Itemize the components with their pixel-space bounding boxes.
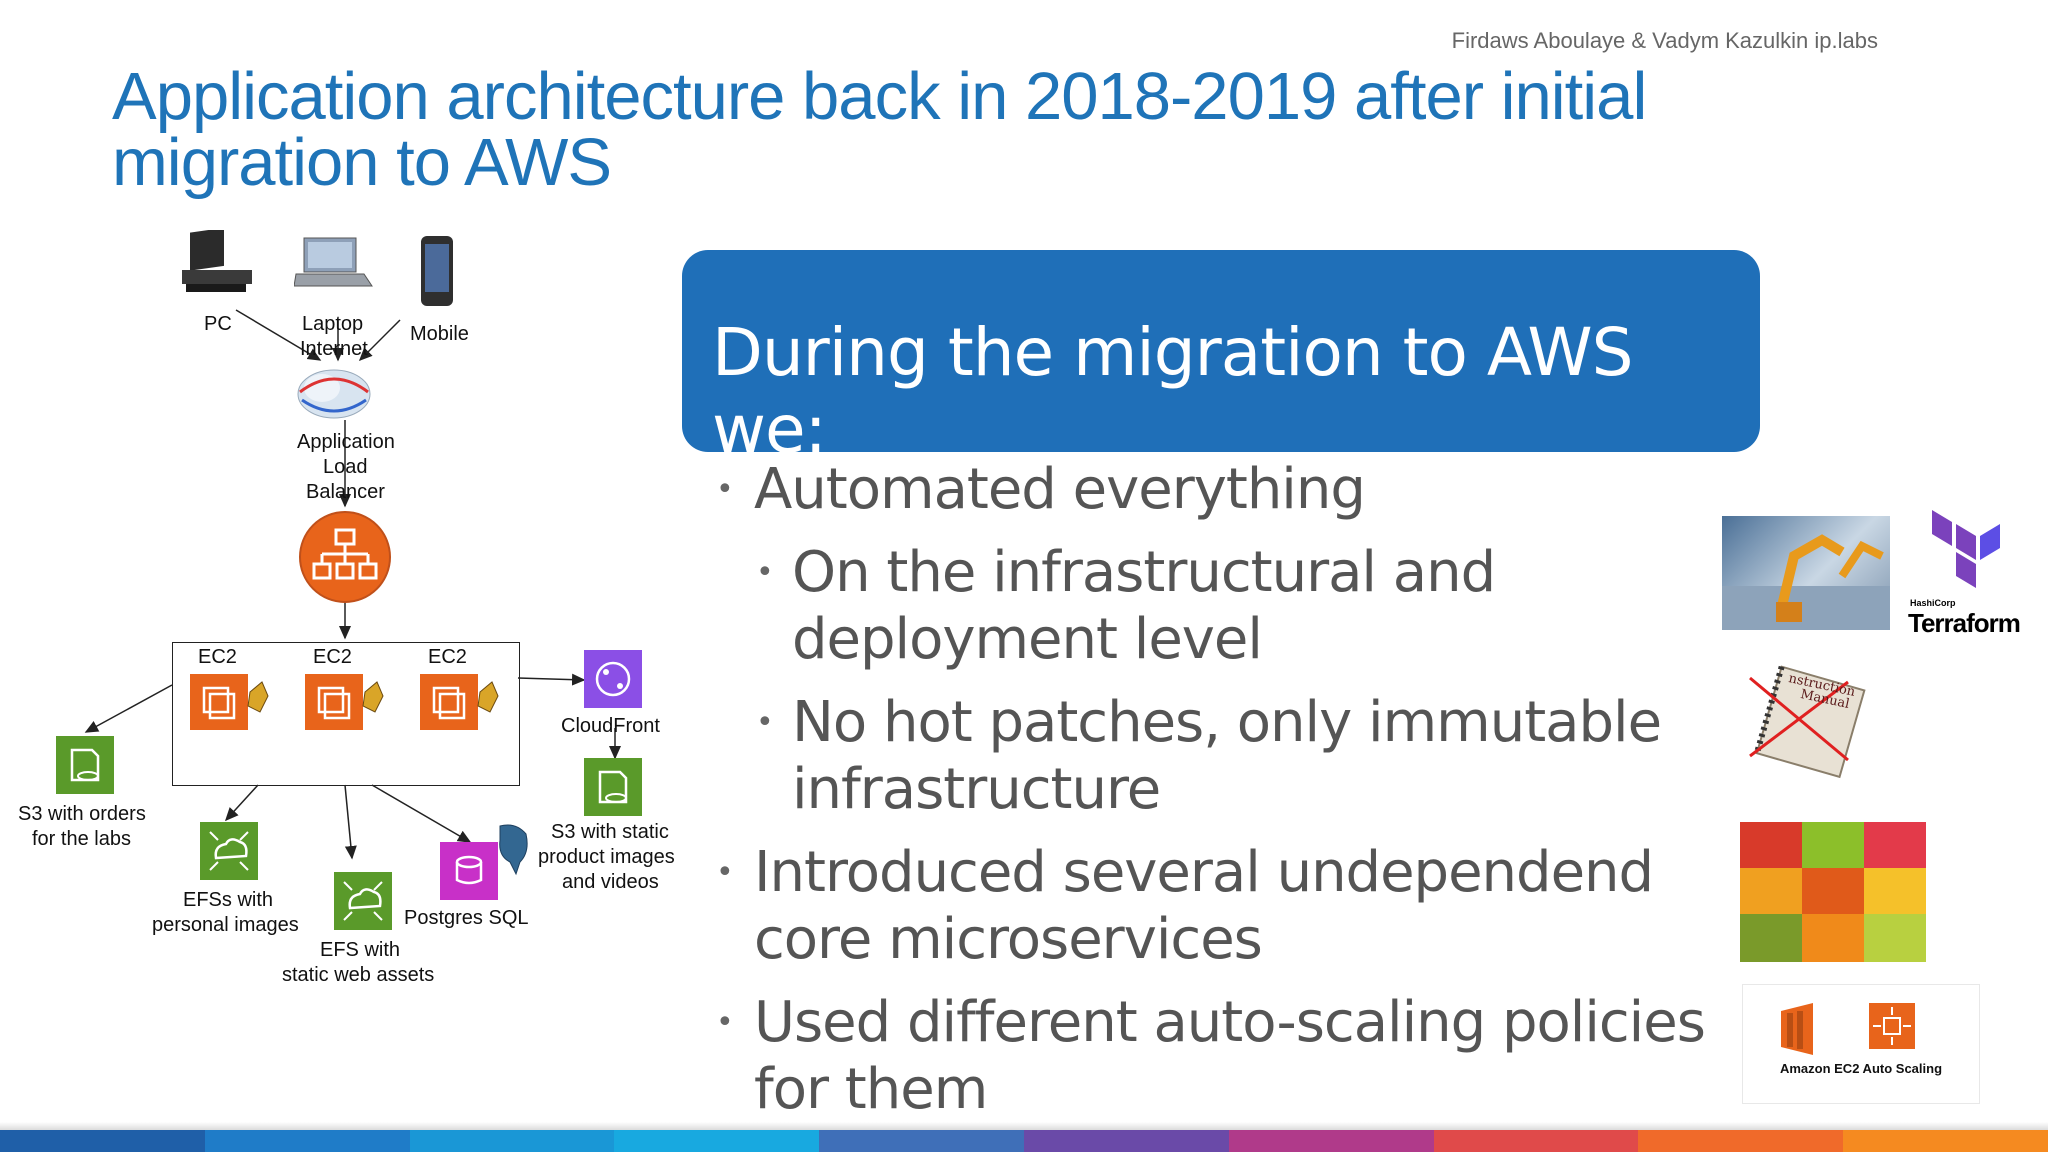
ec2-instance-icon: [305, 674, 384, 730]
efs-icon: [200, 822, 258, 880]
instruction-manual-image: nstruction Manual: [1738, 660, 1878, 780]
alb-label-1: Application: [297, 431, 395, 453]
ec2-autoscaling-logo: Amazon EC2 Auto Scaling: [1742, 984, 1980, 1104]
laptop-label: Laptop: [302, 313, 364, 335]
industrial-robot-icon: [1722, 534, 1890, 630]
desktop-pc-icon: [182, 230, 252, 292]
ec2-instance-icon: [190, 674, 269, 730]
diagram-connectors: [84, 309, 621, 860]
bullet-item: • No hot patches, only immutable infrast…: [716, 689, 1726, 823]
efs-static-label-2: static web assets: [282, 964, 435, 986]
s3-static-label-2: product images: [538, 846, 675, 868]
postgres-label: Postgres SQL: [404, 907, 529, 929]
efs-personal-label-2: personal images: [152, 914, 299, 936]
alb-label-2: Load: [323, 456, 368, 478]
bullet-dot: •: [716, 1005, 734, 1040]
bullet-dot: •: [716, 472, 734, 507]
bullet-dot: •: [756, 555, 774, 590]
bullet-list: • Automated everything • On the infrastr…: [716, 456, 1726, 1139]
pc-label: PC: [204, 313, 232, 335]
footer-shadow: [0, 1122, 2048, 1130]
load-balancer-icon: [299, 511, 391, 603]
s3-static-label-3: and videos: [562, 871, 659, 893]
efs-static-label-1: EFS with: [320, 939, 401, 961]
manual-crossed-icon: [1749, 665, 1866, 779]
postgres-rds-icon: [440, 824, 528, 900]
cloudfront-icon: [584, 650, 642, 708]
ec2-label-2: EC2: [313, 646, 352, 668]
bullet-text: On the infrastructural and deployment le…: [792, 540, 1496, 672]
fruit-market-image: [1740, 822, 1926, 962]
mobile-label: Mobile: [410, 323, 469, 345]
mobile-phone-icon: [421, 236, 453, 306]
bullet-item: • Automated everything: [716, 456, 1726, 523]
autoscaling-icons: [1781, 1003, 1915, 1055]
footer-color-bar: [0, 1130, 2048, 1152]
cloudfront-label: CloudFront: [561, 715, 660, 737]
hashicorp-label: HashiCorp: [1910, 598, 1956, 608]
laptop-icon: [294, 237, 373, 287]
ec2-instance-icon: [420, 674, 499, 730]
efs-icon: [334, 872, 392, 930]
bullet-item: • Introduced several undependend core mi…: [716, 839, 1726, 973]
bullet-text: Used different auto-scaling policies for…: [754, 990, 1706, 1122]
robot-factory-image: [1722, 516, 1890, 630]
bullet-item: • Used different auto-scaling policies f…: [716, 989, 1726, 1123]
bullet-text: Automated everything: [754, 457, 1366, 522]
bullet-dot: •: [756, 705, 774, 740]
bullet-dot: •: [716, 855, 734, 890]
fruit-crates-icon: [1740, 822, 1926, 962]
title-line-2: migration to AWS: [112, 125, 612, 200]
autoscaling-label: Amazon EC2 Auto Scaling: [1779, 1061, 1943, 1076]
migration-heading-panel: During the migration to AWS we:: [682, 250, 1760, 468]
efs-personal-label-1: EFSs with: [183, 889, 274, 911]
title-line-1: Application architecture back in 2018-20…: [112, 59, 1647, 134]
architecture-diagram: PC Laptop Mobile Internet Application Lo…: [0, 220, 700, 1020]
panel-heading: During the migration to AWS we:: [712, 314, 1634, 468]
bullet-item: • On the infrastructural and deployment …: [716, 539, 1726, 673]
internet-cloud-icon: [297, 369, 371, 419]
bullet-text: Introduced several undependend core micr…: [754, 840, 1654, 972]
internet-label: Internet: [300, 338, 368, 360]
author-credit: Firdaws Aboulaye & Vadym Kazulkin ip.lab…: [1451, 28, 1878, 53]
terraform-logo: HashiCorp Terraform: [1908, 508, 2026, 638]
ec2-group-box: [172, 642, 520, 786]
s3-orders-label-2: for the labs: [32, 828, 131, 850]
terraform-label: Terraform: [1908, 608, 2021, 638]
s3-bucket-icon: [56, 736, 114, 794]
alb-label-3: Balancer: [306, 481, 385, 503]
s3-orders-label-1: S3 with orders: [18, 803, 146, 825]
s3-static-label-1: S3 with static: [551, 821, 669, 843]
ec2-label-3: EC2: [428, 646, 467, 668]
ec2-label-1: EC2: [198, 646, 237, 668]
terraform-icon: [1932, 510, 2000, 588]
bullet-text: No hot patches, only immutable infrastru…: [792, 690, 1662, 822]
slide-title: Application architecture back in 2018-20…: [112, 59, 1752, 200]
s3-bucket-icon: [584, 758, 642, 816]
